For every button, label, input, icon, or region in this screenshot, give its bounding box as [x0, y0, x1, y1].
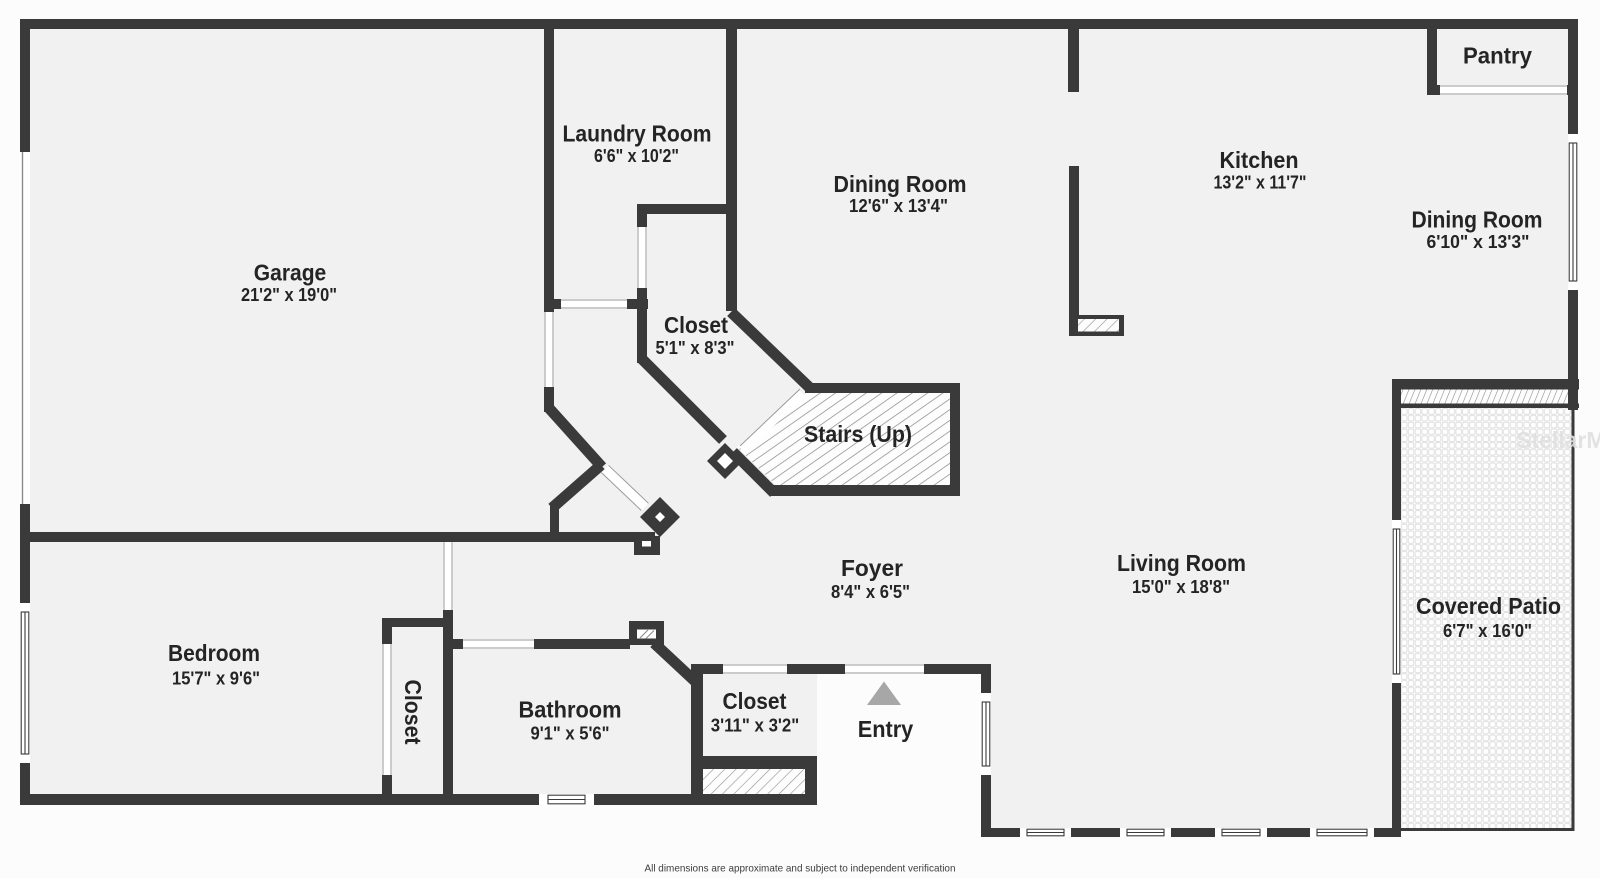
svg-text:Dining Room: Dining Room: [834, 171, 967, 197]
svg-text:15'0" x 18'8": 15'0" x 18'8": [1132, 577, 1230, 597]
svg-text:6'7" x 16'0": 6'7" x 16'0": [1443, 621, 1532, 641]
svg-text:Entry: Entry: [858, 716, 914, 742]
svg-text:Foyer: Foyer: [841, 555, 903, 581]
svg-text:13'2" x 11'7": 13'2" x 11'7": [1214, 173, 1307, 193]
svg-text:Dining Room: Dining Room: [1412, 207, 1543, 233]
svg-text:Garage: Garage: [254, 260, 327, 286]
svg-text:Living Room: Living Room: [1117, 550, 1246, 576]
svg-text:Bedroom: Bedroom: [168, 640, 260, 666]
svg-text:21'2" x 19'0": 21'2" x 19'0": [241, 285, 337, 305]
svg-text:Kitchen: Kitchen: [1220, 147, 1299, 173]
svg-text:Stairs (Up): Stairs (Up): [804, 421, 912, 447]
svg-text:Laundry Room: Laundry Room: [563, 121, 712, 147]
svg-text:6'6" x 10'2": 6'6" x 10'2": [594, 146, 679, 166]
svg-text:Covered Patio: Covered Patio: [1416, 593, 1561, 619]
svg-text:9'1" x 5'6": 9'1" x 5'6": [531, 724, 610, 744]
svg-text:All dimensions are approximate: All dimensions are approximate and subje…: [645, 863, 956, 875]
svg-text:Bathroom: Bathroom: [519, 697, 622, 723]
svg-text:Closet: Closet: [723, 688, 787, 714]
svg-text:StellarMLS: StellarMLS: [1516, 427, 1600, 453]
svg-text:3'11" x 3'2": 3'11" x 3'2": [711, 716, 800, 736]
svg-text:Pantry: Pantry: [1463, 43, 1532, 69]
svg-text:Closet: Closet: [400, 680, 426, 745]
svg-text:15'7" x 9'6": 15'7" x 9'6": [172, 669, 260, 689]
svg-text:5'1" x 8'3": 5'1" x 8'3": [656, 338, 735, 358]
svg-text:12'6" x 13'4": 12'6" x 13'4": [849, 196, 948, 216]
svg-text:Closet: Closet: [664, 312, 728, 338]
svg-text:8'4" x 6'5": 8'4" x 6'5": [831, 582, 910, 602]
svg-text:6'10" x 13'3": 6'10" x 13'3": [1427, 232, 1530, 252]
